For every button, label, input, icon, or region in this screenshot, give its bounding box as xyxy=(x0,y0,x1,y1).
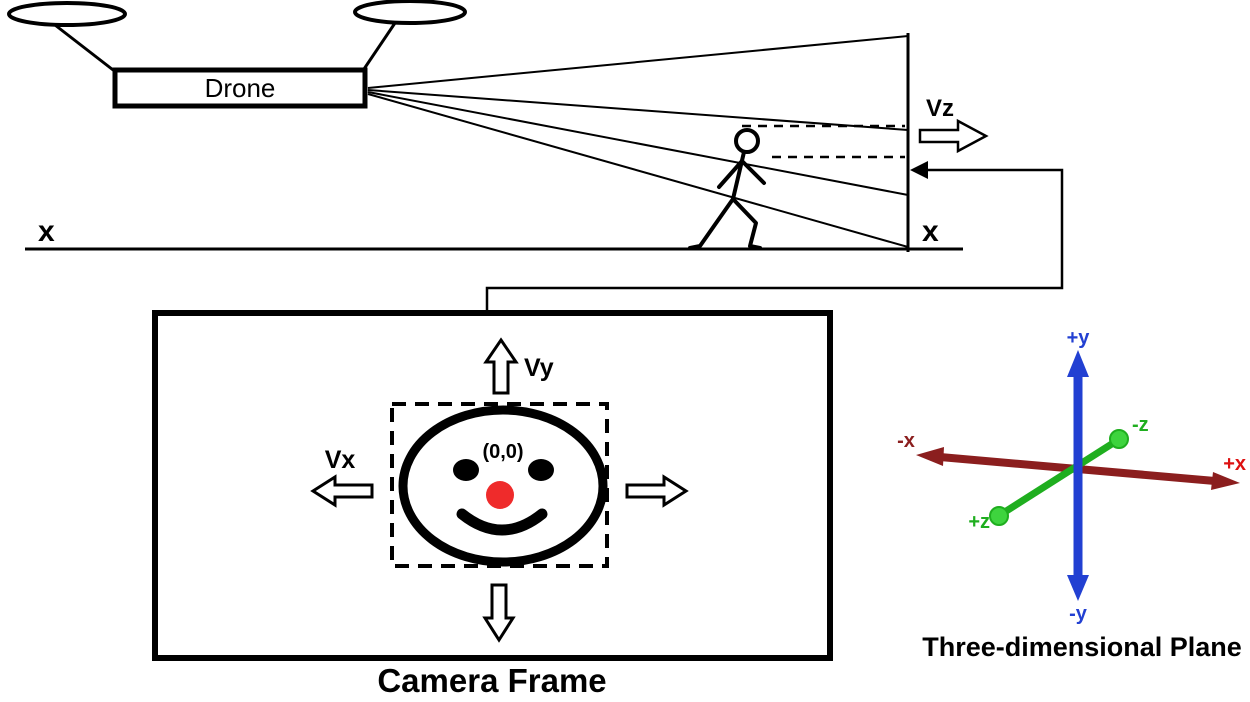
arrow-right-icon xyxy=(625,474,689,508)
fov-line-mid-lower xyxy=(367,91,909,196)
ground-left-label: x xyxy=(38,215,55,248)
vy-label: Vy xyxy=(524,354,554,382)
z-axis-pos-ball-icon xyxy=(989,506,1009,526)
person-figure xyxy=(688,128,766,250)
pos-z-label: +z xyxy=(968,511,990,533)
fov-line-top xyxy=(367,35,909,89)
pos-y-label: +y xyxy=(1067,327,1091,349)
z-axis-neg-ball-icon xyxy=(1109,429,1129,449)
fov-line-bottom xyxy=(367,93,909,248)
person-arms xyxy=(717,159,766,189)
person-legs xyxy=(688,197,762,250)
vz-arrow-right-icon xyxy=(918,118,989,154)
field-of-view-lines xyxy=(367,35,909,248)
x-axis-pos-arrow-icon xyxy=(1211,472,1240,490)
drone-body xyxy=(112,67,368,109)
three-dimensional-plane: +y -y -x +x -z +z Three-dimensional Plan… xyxy=(897,327,1246,662)
x-axis-neg-arrow-icon xyxy=(916,447,944,466)
drone-label: Drone xyxy=(205,73,276,103)
arrow-down-icon xyxy=(482,583,516,643)
right-rotor-arm xyxy=(360,22,397,73)
y-axis-neg-arrow-icon xyxy=(1067,575,1089,601)
face-target: (0,0) xyxy=(398,405,608,567)
ground-right-label: x xyxy=(922,215,939,248)
neg-z-label: -z xyxy=(1132,414,1149,436)
camera-frame: (0,0) Vy Vx Camera Frame xyxy=(152,310,833,699)
neg-y-label: -y xyxy=(1069,603,1088,625)
vx-arrow-left-icon xyxy=(310,474,374,508)
connector-arrow-left-icon xyxy=(910,161,928,179)
face-smile xyxy=(456,508,548,536)
person-head xyxy=(734,128,760,154)
z-axis-line xyxy=(998,437,1120,518)
face-right-eye xyxy=(528,459,554,481)
left-rotor xyxy=(7,1,127,27)
image-plane-to-frame-connector xyxy=(485,168,1064,312)
fov-line-mid-upper xyxy=(367,89,909,131)
origin-label: (0,0) xyxy=(482,441,523,463)
left-rotor-arm xyxy=(54,23,118,75)
y-axis-pos-arrow-icon xyxy=(1067,350,1089,377)
drone-scene: Drone Vz xyxy=(7,0,1064,312)
vz-label: Vz xyxy=(926,95,954,122)
vy-arrow-up-icon xyxy=(483,337,519,395)
neg-x-label: -x xyxy=(897,430,915,452)
three-dimensional-plane-title: Three-dimensional Plane xyxy=(922,632,1242,662)
face-left-eye xyxy=(453,459,479,481)
camera-frame-title: Camera Frame xyxy=(377,662,606,699)
vx-label: Vx xyxy=(325,446,356,474)
pos-x-label: +x xyxy=(1223,453,1246,475)
face-nose xyxy=(486,481,514,509)
right-rotor xyxy=(353,0,467,25)
